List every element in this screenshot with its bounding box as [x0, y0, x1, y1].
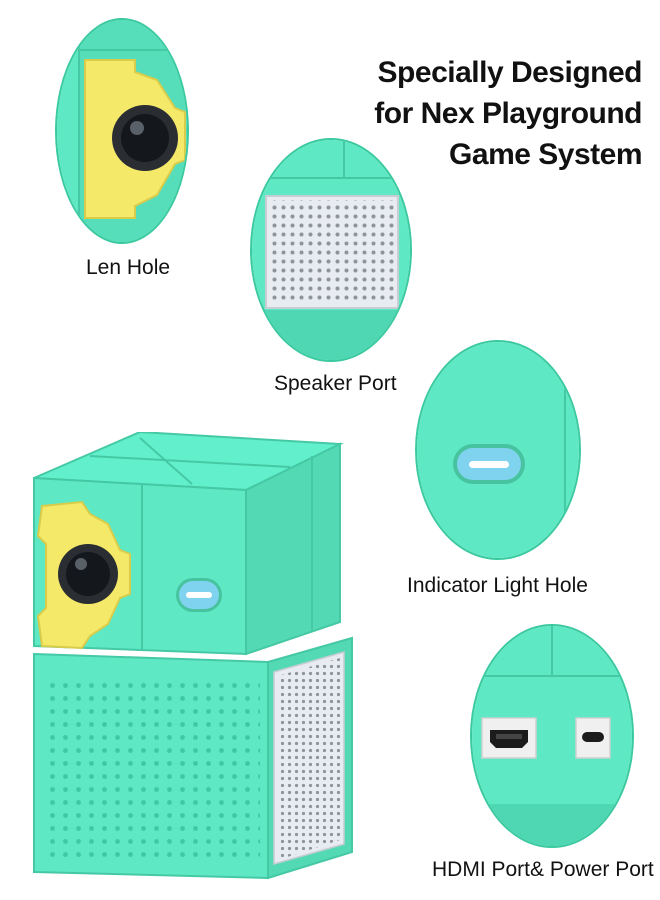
- lens-hole-label: Len Hole: [86, 256, 171, 279]
- headline-line-2: for Nex Playground: [374, 97, 642, 130]
- lens-hole-detail-icon: [57, 20, 187, 242]
- projector-cube-icon: [33, 432, 353, 880]
- lens-hole-zoom: [55, 18, 189, 244]
- ports-label: HDMI Port& Power Port: [432, 858, 654, 881]
- indicator-light-zoom: [415, 340, 581, 560]
- speaker-port-zoom: [250, 138, 412, 362]
- ports-detail-icon: [472, 626, 632, 846]
- headline-line-1: Specially Designed: [377, 56, 643, 89]
- speaker-grille-detail-icon: [252, 140, 410, 360]
- indicator-light-label: Indicator Light Hole: [407, 574, 588, 597]
- indicator-light-detail-icon: [417, 342, 579, 558]
- ports-zoom: [470, 624, 634, 848]
- speaker-port-label: Speaker Port: [274, 372, 397, 395]
- headline-line-3: Game System: [449, 138, 642, 171]
- product-cube: [20, 432, 360, 880]
- headline: Specially Designed for Nex Playground Ga…: [322, 52, 642, 175]
